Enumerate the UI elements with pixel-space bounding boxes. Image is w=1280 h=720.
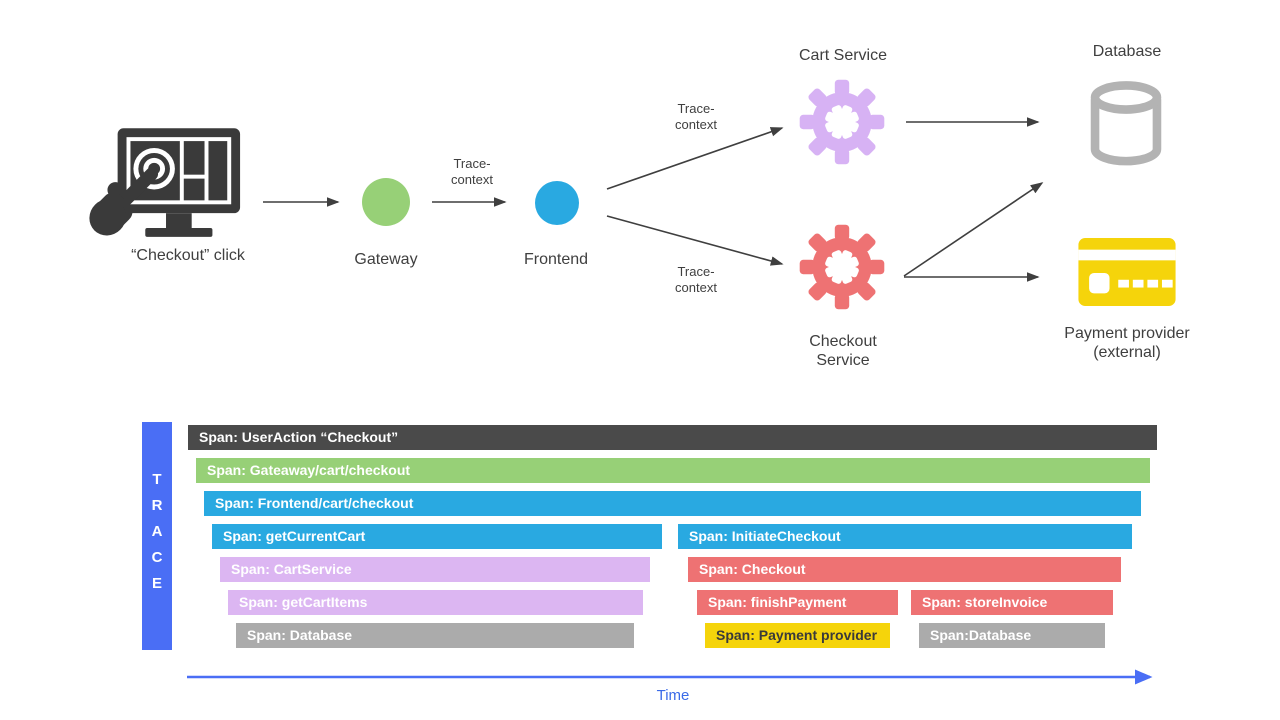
time-axis-label: Time bbox=[656, 687, 690, 704]
span-user-action: Span: UserAction “Checkout” bbox=[188, 425, 1157, 450]
frontend-node bbox=[535, 181, 579, 225]
span-database-left: Span: Database bbox=[236, 623, 634, 648]
payment-provider-label: Payment provider (external) bbox=[1064, 325, 1190, 362]
span-initiate-checkout: Span: InitiateCheckout bbox=[678, 524, 1132, 549]
user-click-label: “Checkout” click bbox=[131, 247, 245, 264]
span-get-cart-items: Span: getCartItems bbox=[228, 590, 643, 615]
span-cart-service: Span: CartService bbox=[220, 557, 650, 582]
span-payment-provider: Span: Payment provider bbox=[705, 623, 890, 648]
checkout-service-label: Checkout Service bbox=[809, 333, 877, 370]
payment-card-icon bbox=[1078, 238, 1176, 306]
frontend-label: Frontend bbox=[523, 251, 589, 268]
touchscreen-click-icon bbox=[89, 128, 241, 237]
span-store-invoice: Span: storeInvoice bbox=[911, 590, 1113, 615]
database-icon bbox=[1090, 81, 1162, 166]
span-database-right: Span:Database bbox=[919, 623, 1105, 648]
trace-sidebar: TRACE bbox=[142, 422, 172, 650]
trace-context-label-3: Trace-context bbox=[675, 264, 717, 296]
span-get-current-cart: Span: getCurrentCart bbox=[212, 524, 662, 549]
trace-context-label-1: Trace-context bbox=[451, 156, 493, 188]
gateway-label: Gateway bbox=[354, 251, 418, 268]
database-label: Database bbox=[1092, 43, 1162, 60]
span-checkout: Span: Checkout bbox=[688, 557, 1121, 582]
cart-service-gear-icon bbox=[799, 79, 885, 165]
span-finish-payment: Span: finishPayment bbox=[697, 590, 898, 615]
cart-service-label: Cart Service bbox=[798, 47, 888, 64]
trace-context-label-2: Trace-context bbox=[675, 101, 717, 133]
checkout-service-gear-icon bbox=[799, 224, 885, 310]
pointing-hand-icon bbox=[89, 167, 159, 236]
trace-sidebar-label: TRACE bbox=[148, 471, 166, 601]
span-gateway: Span: Gateaway/cart/checkout bbox=[196, 458, 1150, 483]
span-frontend: Span: Frontend/cart/checkout bbox=[204, 491, 1141, 516]
gateway-node bbox=[362, 178, 410, 226]
